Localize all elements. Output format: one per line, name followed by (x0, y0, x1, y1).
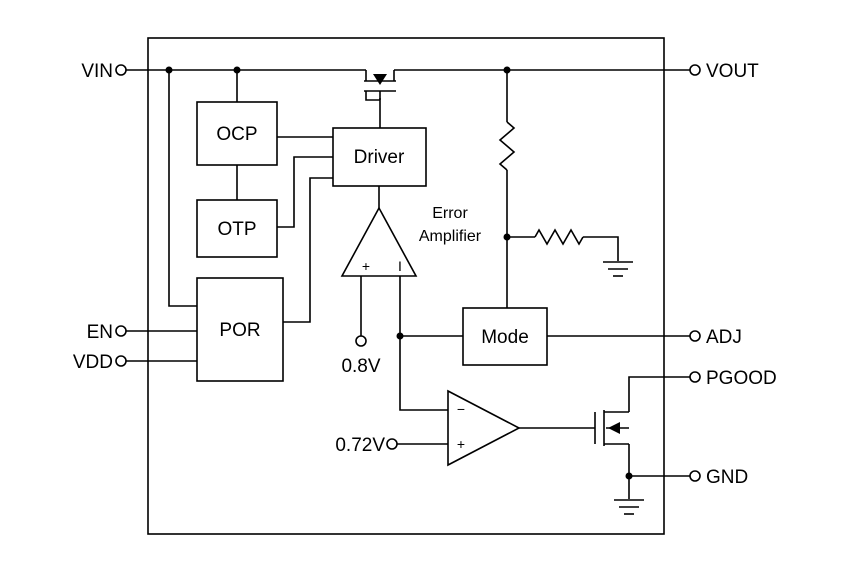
chip-outline (147, 37, 665, 535)
por-block (196, 277, 284, 382)
mode-block (462, 307, 548, 366)
pgood-comparator (447, 389, 521, 467)
pin-terminals (115, 64, 701, 482)
otp-label: OTP (217, 219, 256, 240)
mode-label: Mode (481, 327, 529, 348)
pin-vout-label: VOUT (706, 61, 759, 82)
pin-en-label: EN (87, 322, 113, 343)
ocp-label: OCP (216, 124, 257, 145)
por-label: POR (219, 320, 260, 341)
error-amplifier (340, 206, 418, 277)
pgood-nmos-icon (594, 410, 629, 446)
ground-icon (603, 261, 633, 277)
ea-plus-sign: + (362, 258, 370, 274)
junction-dots (165, 66, 633, 480)
pin-pgood-label: PGOOD (706, 368, 777, 389)
pin-vin-label: VIN (81, 61, 113, 82)
driver-label: Driver (354, 147, 405, 168)
cmp-minus-sign: − (457, 401, 465, 417)
pin-gnd-label: GND (706, 467, 748, 488)
ground-icon (614, 499, 644, 515)
pin-adj-label: ADJ (706, 327, 742, 348)
pass-transistor-icon (364, 70, 396, 101)
error-amp-label-line2: Amplifier (419, 228, 482, 245)
otp-block (196, 199, 278, 258)
driver-block (332, 127, 427, 187)
ea-minus-sign: I (398, 258, 402, 274)
ref-08v-label: 0.8V (341, 356, 380, 377)
error-amp-label-line1: Error (432, 205, 468, 222)
ref-072v-label: 0.72V (335, 435, 385, 456)
cmp-plus-sign: + (457, 436, 465, 452)
pin-vdd-label: VDD (73, 352, 113, 373)
ocp-block (196, 101, 278, 166)
